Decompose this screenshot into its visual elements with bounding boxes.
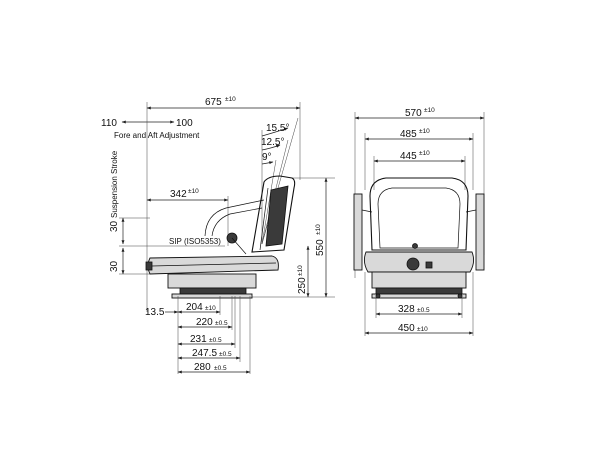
dim-450-tol: ±10 <box>417 326 428 333</box>
slide-rail <box>171 293 253 299</box>
dim-342-tol: ±10 <box>188 188 199 195</box>
dim-485-tol: ±10 <box>419 128 430 135</box>
armrest-left <box>353 193 363 271</box>
angle-9: 9° <box>262 152 272 163</box>
dim-550-value: 550 <box>315 239 326 256</box>
fore-aft-adjustment: 110 100 Fore and Aft Adjustment <box>101 118 200 140</box>
dim-675-tol: ±10 <box>225 96 236 103</box>
front-suspension-housing <box>371 271 467 289</box>
suspension-stroke: Suspension Stroke 30 30 <box>109 150 225 275</box>
armrest-outline <box>204 199 265 237</box>
dim-342-value: 342 <box>170 189 187 200</box>
arc-9 <box>261 161 274 165</box>
dim-485: 485 ±10 <box>364 128 474 141</box>
fore-aft-value-left: 110 <box>101 118 117 129</box>
arc-12-5 <box>261 144 281 151</box>
armrest-right-bracket <box>465 209 477 213</box>
dim-675: 675 ±10 <box>146 96 301 312</box>
fore-aft-label: Fore and Aft Adjustment <box>114 131 200 140</box>
dim-328-value: 328 <box>398 304 415 315</box>
backrest-outline <box>251 175 296 253</box>
dim-247-5-tol: ±0.5 <box>219 351 232 358</box>
front-bolt-left <box>375 293 381 299</box>
sip-label: SIP (ISO5353) <box>169 237 221 246</box>
armrest-right <box>475 193 485 271</box>
front-handle <box>145 261 153 271</box>
dim-450: 450 ±10 <box>364 323 474 335</box>
side-view: 110 100 Fore and Aft Adjustment Suspensi… <box>101 96 335 374</box>
dim-550-tol: ±10 <box>315 224 322 235</box>
dim-550: 550 ±10 <box>250 177 335 298</box>
suspension-housing <box>167 273 257 289</box>
base-dimensions: 13.5 204 ±10 220 ±0.5 231 ±0.5 247.5 ±0.… <box>145 296 251 374</box>
dim-570-value: 570 <box>405 108 422 119</box>
dim-328: 328 ±0.5 <box>375 304 463 316</box>
dim-450-value: 450 <box>398 323 415 334</box>
front-backrest-inner <box>377 187 461 249</box>
backrest-edge-line <box>259 187 269 251</box>
fore-aft-value-right: 100 <box>176 118 193 129</box>
recline-lever-arm <box>231 237 247 255</box>
angle-15-5: 15.5° <box>266 123 289 134</box>
dim-250-value: 250 <box>297 277 308 294</box>
suspension-stroke-label: Suspension Stroke <box>110 150 119 218</box>
dim-280-tol: ±0.5 <box>214 365 227 372</box>
dim-250: 250 ±10 <box>297 245 310 298</box>
dim-250-tol: ±10 <box>297 265 304 276</box>
front-center-mark <box>412 243 418 249</box>
dim-445-value: 445 <box>400 151 417 162</box>
dim-231-tol: ±0.5 <box>209 337 222 344</box>
dim-675-value: 675 <box>205 97 222 108</box>
dim-328-tol: ±0.5 <box>417 307 430 314</box>
front-small-tab <box>425 261 433 269</box>
dim-247-5-value: 247.5 <box>192 348 217 359</box>
suspension-upper-value: 30 <box>109 220 120 232</box>
dim-570-tol: ±10 <box>424 107 435 114</box>
dim-220-value: 220 <box>196 317 213 328</box>
backrest-angles: 15.5° 12.5° 9° <box>261 117 299 245</box>
suspension-bellows <box>179 287 247 295</box>
front-bolt-right <box>457 293 463 299</box>
dim-204-tol: ±10 <box>205 305 216 312</box>
dim-445: 445 ±10 <box>373 150 466 163</box>
angle-ray-9 <box>261 159 277 245</box>
dim-485-value: 485 <box>400 129 417 140</box>
front-suspension-bellows <box>375 287 463 295</box>
front-slide-rails <box>371 293 467 299</box>
dim-231-value: 231 <box>190 334 207 345</box>
seat-cushion <box>147 255 279 275</box>
weight-adjust-knob <box>406 257 420 271</box>
dim-280-value: 280 <box>194 362 211 373</box>
dim-204-value: 204 <box>186 302 203 313</box>
armrest-inner <box>211 207 263 237</box>
dim-445-tol: ±10 <box>419 150 430 157</box>
suspension-lower-value: 30 <box>109 260 120 272</box>
front-backrest-outline <box>369 177 469 251</box>
backrest-pad <box>265 185 289 247</box>
angle-12-5: 12.5° <box>261 137 284 148</box>
dim-570: 570 ±10 <box>354 107 485 120</box>
front-view: 570 ±10 485 ±10 445 ±10 <box>353 107 485 336</box>
dim-220-tol: ±0.5 <box>215 320 228 327</box>
seat-front-illustration <box>353 177 485 299</box>
armrest-left-bracket <box>361 209 373 213</box>
seat-side-illustration <box>145 175 296 299</box>
dim-13-5-value: 13.5 <box>145 307 165 318</box>
arc-15-5 <box>261 127 289 137</box>
cushion-seam <box>151 262 277 267</box>
